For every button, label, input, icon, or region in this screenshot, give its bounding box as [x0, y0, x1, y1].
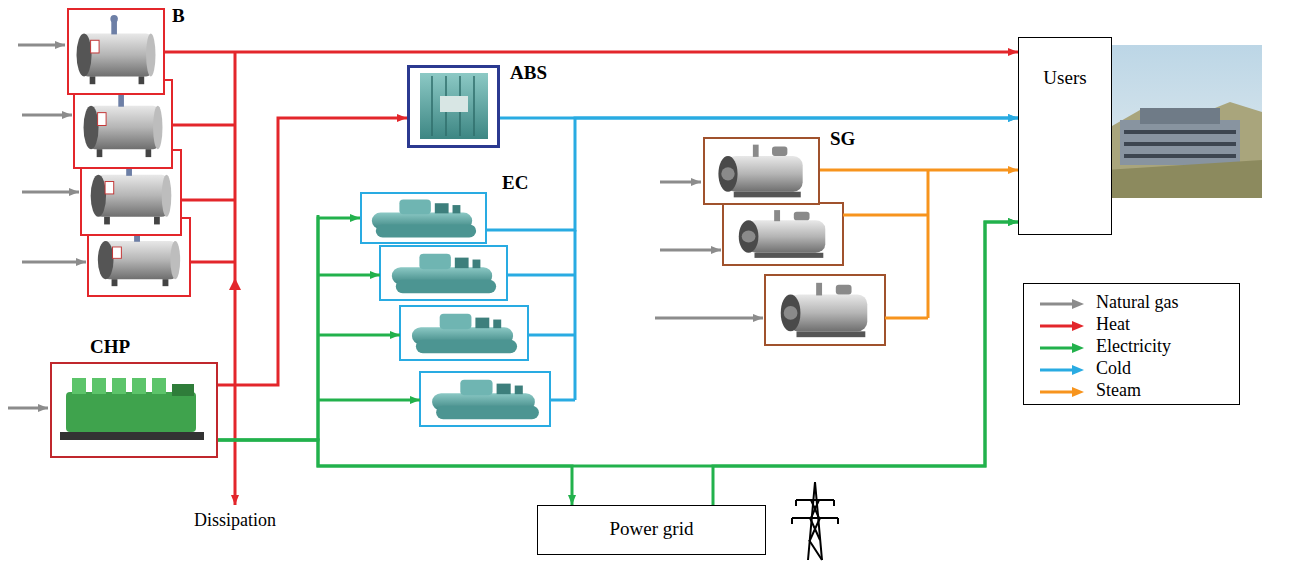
legend-arrow-sample [1038, 293, 1086, 313]
unit-box: CHP [50, 362, 218, 458]
legend-row: Natural gas [1024, 293, 1239, 313]
steam-generator-stack [703, 137, 885, 345]
legend-arrow-sample [1038, 337, 1086, 357]
flow-connector [218, 218, 360, 440]
legend-row: Cold [1024, 359, 1239, 379]
chiller-stack [360, 192, 550, 426]
flow-connector [487, 118, 1018, 230]
legend-arrow-sample [1038, 359, 1086, 379]
legend-arrow-sample [1038, 381, 1086, 401]
legend-text: Electricity [1096, 337, 1171, 357]
unit-box: ABS [407, 65, 500, 148]
legend-row: Heat [1024, 315, 1239, 335]
flow-connector [218, 222, 1018, 466]
flow-connector [165, 51, 1018, 54]
unit-box: SG [703, 137, 820, 205]
pylon-icon [792, 482, 838, 560]
unit-heading: CHP [90, 337, 130, 358]
unit-box: EC [360, 192, 487, 244]
legend-text: Cold [1096, 359, 1131, 379]
box-label: Power grid [538, 519, 765, 540]
flow-connector [713, 222, 1018, 505]
legend-text: Heat [1096, 315, 1130, 335]
steam-branches [843, 170, 928, 318]
heat-collector-lines [172, 52, 235, 505]
chp-engine-picture [50, 362, 218, 458]
unit-box: B [67, 8, 165, 95]
unit-heading: B [172, 6, 185, 27]
free-label: Dissipation [180, 511, 290, 531]
legend-row: Steam [1024, 381, 1239, 401]
electricity-branches [318, 215, 420, 440]
legend-box: Natural gasHeatElectricityColdSteam [1023, 283, 1240, 405]
absorption-chiller-picture [407, 65, 500, 148]
unit-heading: ABS [510, 63, 547, 84]
unit-box: Power grid [537, 505, 766, 555]
unit-heading: SG [830, 129, 855, 150]
flow-connector [820, 169, 1018, 172]
cold-branches [507, 230, 575, 400]
legend-arrow-sample [1038, 315, 1086, 335]
gas-inlets [8, 45, 763, 408]
flow-connector [218, 118, 407, 385]
unit-heading: EC [502, 173, 528, 194]
heat-up-arrow [229, 278, 241, 290]
flow-connector [218, 440, 572, 505]
legend-text: Natural gas [1096, 293, 1178, 313]
building-photo [1105, 45, 1262, 198]
unit-box: Users [1018, 37, 1112, 235]
legend-text: Steam [1096, 381, 1141, 401]
legend-row: Electricity [1024, 337, 1239, 357]
box-label: Users [1019, 68, 1111, 89]
